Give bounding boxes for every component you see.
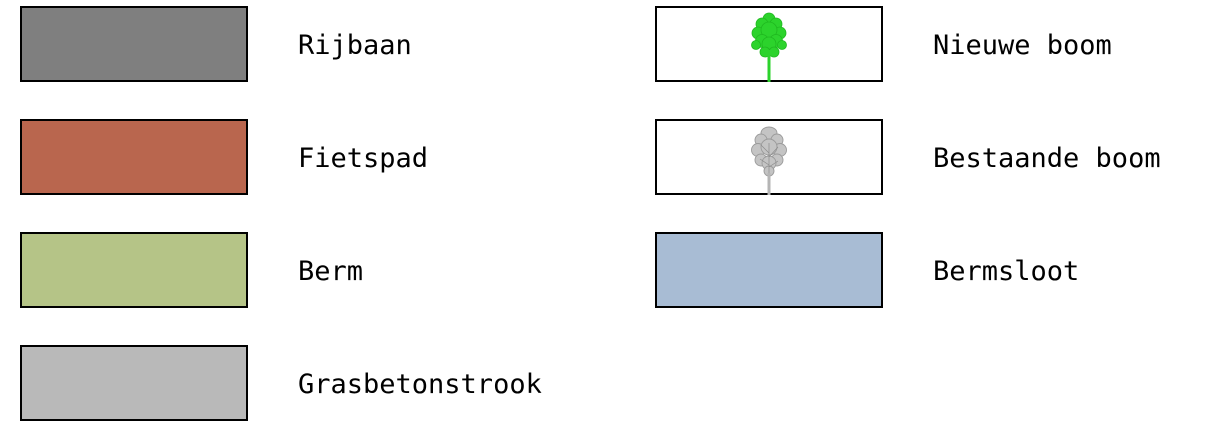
- label-bestaande-boom: Bestaande boom: [933, 143, 1161, 174]
- swatch-bermsloot: [655, 232, 883, 308]
- swatch-grasbetonstrook: [20, 345, 248, 421]
- swatch-rijbaan: [20, 6, 248, 82]
- label-bermsloot: Bermsloot: [933, 256, 1080, 287]
- existing-tree-icon: [747, 123, 791, 195]
- label-rijbaan: Rijbaan: [298, 30, 412, 61]
- swatch-berm: [20, 232, 248, 308]
- label-grasbetonstrook: Grasbetonstrook: [298, 369, 542, 400]
- swatch-nieuwe-boom: [655, 6, 883, 82]
- swatch-bestaande-boom: [655, 119, 883, 195]
- swatch-fietspad: [20, 119, 248, 195]
- label-fietspad: Fietspad: [298, 143, 429, 174]
- label-nieuwe-boom: Nieuwe boom: [933, 30, 1112, 61]
- label-berm: Berm: [298, 256, 364, 287]
- new-tree-icon: [747, 10, 791, 82]
